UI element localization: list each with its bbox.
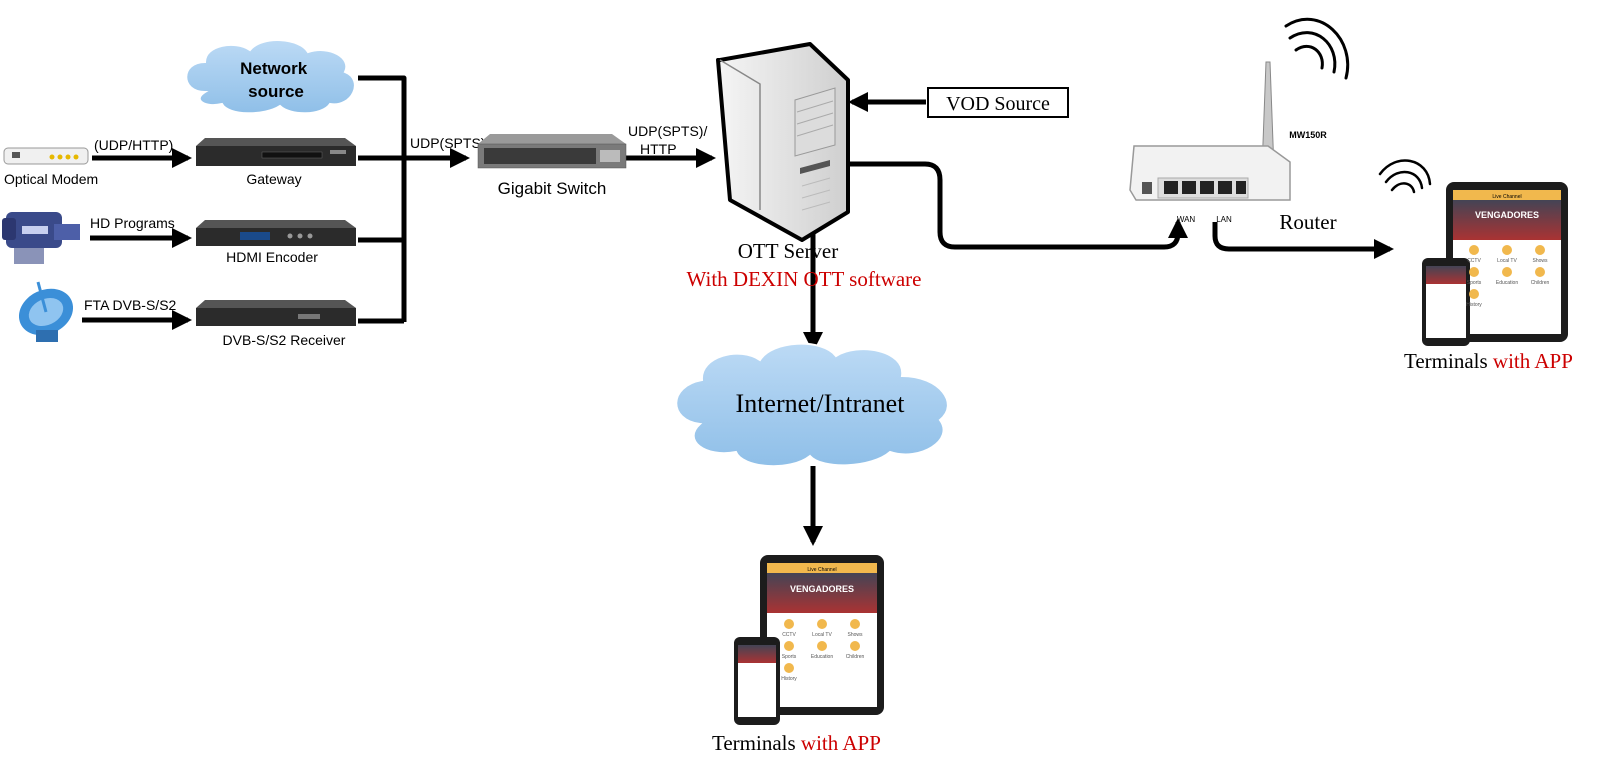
connection-lines: [82, 75, 1394, 546]
gateway-device: [196, 138, 356, 166]
hdmi-encoder-device: [196, 220, 356, 246]
ott-server-software-label: With DEXIN OTT software: [687, 267, 922, 291]
terminals-right-app-tiles: CCTV Local TV Shows Sports Education Chi…: [1466, 245, 1550, 308]
arrow-router-to-terminals: [1212, 222, 1394, 259]
network-source-label-line1: Network: [240, 59, 308, 78]
switch-input-protocol-label: UDP(SPTS): [410, 135, 485, 151]
optical-modem: [3, 147, 89, 165]
switch-output-protocol-label: UDP(SPTS)/ HTTP: [628, 123, 711, 157]
wifi-waves-small-icon: [1378, 159, 1432, 194]
network-source-cloud: [185, 39, 356, 115]
app-tile-label: Shows: [847, 632, 863, 638]
router-model-label: MW150R: [1289, 130, 1327, 140]
wifi-waves-icon: [1284, 18, 1350, 80]
app-tile-label: CCTV: [782, 632, 796, 638]
terminals-right-app-header: Live Channel: [1492, 194, 1521, 200]
switch-output-protocol-line1: UDP(SPTS)/: [628, 123, 707, 139]
fta-dvb-label: FTA DVB-S/S2: [84, 297, 177, 313]
app-tile-label: Sports: [782, 654, 797, 660]
app-tile-label: Education: [811, 654, 833, 660]
app-tile-label: CCTV: [1467, 258, 1481, 264]
hd-programs-label: HD Programs: [90, 215, 175, 231]
network-source-label-line2: source: [248, 82, 304, 101]
vod-source-label: VOD Source: [946, 93, 1050, 115]
app-tile-label: Local TV: [812, 632, 832, 638]
internet-intranet-label: Internet/Intranet: [736, 389, 906, 418]
internet-cloud: [675, 342, 949, 468]
terminals-bottom-label-suffix: with APP: [801, 731, 881, 755]
dvb-receiver-label: DVB-S/S2 Receiver: [223, 332, 346, 348]
app-tile-label: Sports: [1467, 280, 1482, 286]
app-tile-label: Local TV: [1497, 258, 1517, 264]
network-source-label: Network source: [240, 59, 312, 101]
terminals-bottom-app-banner: VENGADORES: [790, 584, 854, 594]
terminals-right-label: Terminals with APP: [1404, 349, 1573, 373]
terminals-right-app-banner: VENGADORES: [1475, 210, 1539, 220]
terminals-right-label-suffix: with APP: [1493, 349, 1573, 373]
router-lan-label: LAN: [1216, 215, 1232, 224]
router-wan-label: WAN: [1177, 215, 1196, 224]
terminals-bottom-app-tiles: CCTV Local TV Shows Sports Education Chi…: [781, 619, 865, 682]
gigabit-switch-label: Gigabit Switch: [498, 179, 607, 198]
app-tile-label: History: [781, 676, 797, 682]
app-tile-label: History: [1466, 302, 1482, 308]
gigabit-switch-device: [477, 134, 627, 169]
arrow-server-to-router: [832, 161, 1188, 250]
optical-modem-label: Optical Modem: [4, 171, 98, 187]
terminals-right-devices: [1378, 159, 1568, 346]
router-label: Router: [1279, 210, 1336, 234]
optical-modem-protocol-label: (UDP/HTTP): [94, 137, 173, 153]
dvb-receiver-device: [196, 300, 356, 326]
gateway-label: Gateway: [246, 171, 301, 187]
router-device: [1129, 18, 1350, 201]
terminals-right-label-prefix: Terminals: [1404, 349, 1493, 373]
app-tile-label: Children: [846, 654, 865, 660]
ott-server-icon: [716, 42, 850, 242]
hdmi-encoder-label: HDMI Encoder: [226, 249, 318, 265]
app-tile-label: Children: [1531, 280, 1550, 286]
ott-server-label: OTT Server: [738, 239, 839, 263]
vod-source-box: [927, 87, 1069, 118]
terminals-bottom-devices: [734, 555, 884, 725]
terminals-bottom-label-prefix: Terminals: [712, 731, 801, 755]
switch-output-protocol-line2: HTTP: [640, 141, 677, 157]
terminals-bottom-label: Terminals with APP: [712, 731, 881, 755]
hd-camera-icon: [2, 212, 80, 264]
satellite-dish-icon: [18, 281, 74, 342]
app-tile-label: Education: [1496, 280, 1518, 286]
bus-line-network-source: [358, 75, 407, 322]
app-tile-label: Shows: [1532, 258, 1548, 264]
terminals-bottom-app-header: Live Channel: [807, 567, 836, 573]
